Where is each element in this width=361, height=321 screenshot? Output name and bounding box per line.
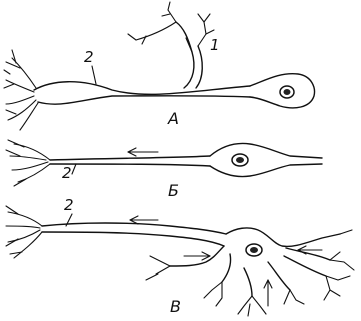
- soma-c: [226, 228, 340, 246]
- neuron-a: 2 1 А: [4, 2, 314, 130]
- input-arrow-left: [298, 246, 322, 254]
- axon-terminals-b: [6, 140, 50, 186]
- signal-direction-arrow-c: [130, 216, 158, 224]
- axon-terminals-c: [6, 206, 42, 258]
- neuron-b: Б: [6, 140, 322, 200]
- panel-letter-b: Б: [168, 181, 179, 200]
- signal-direction-arrow-b: [128, 148, 158, 156]
- axon-terminals-a: [4, 50, 38, 130]
- panel-letter-c: В: [170, 297, 181, 316]
- label-dendrite-1: 1: [210, 36, 220, 54]
- label-axon-a: 2: [84, 48, 94, 66]
- label-axon-b: 2: [62, 164, 72, 182]
- panel-letter-a: А: [167, 109, 179, 128]
- neuron-c: 2 2 В: [6, 164, 354, 316]
- soma-b: [210, 144, 322, 159]
- dendrite-tree-a: [128, 2, 214, 88]
- input-arrow-up: [264, 280, 272, 306]
- input-arrow-right: [184, 252, 210, 260]
- label-axon-c: 2: [64, 196, 74, 214]
